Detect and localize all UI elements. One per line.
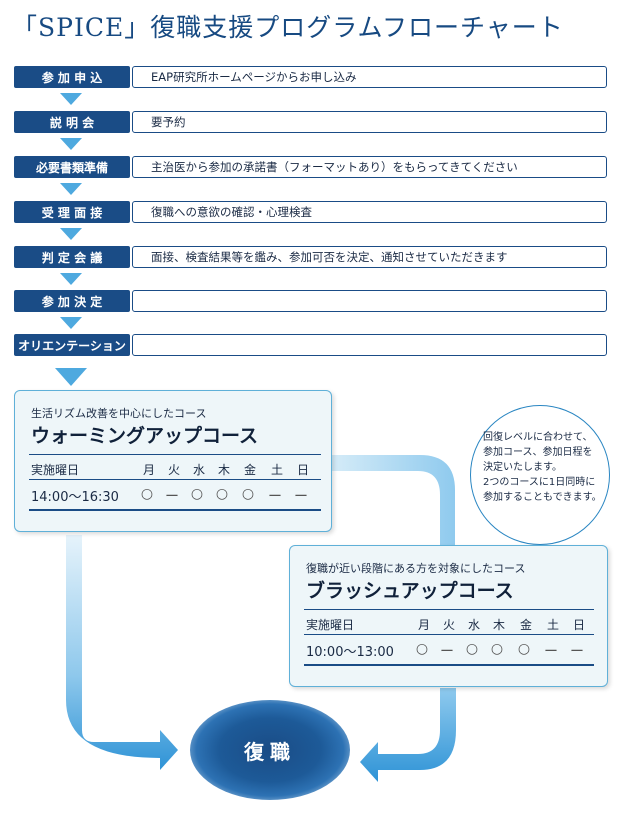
- step-briefing: 説 明 会 要予約: [14, 111, 607, 133]
- table-rule: [29, 509, 321, 511]
- mark-tue: ー: [440, 644, 454, 660]
- day-thu: 木: [493, 618, 506, 632]
- course-subtitle: 復職が近い段階にある方を対象にしたコース: [306, 562, 526, 575]
- left-flow-arrow: [66, 535, 178, 770]
- step-label: 説 明 会: [14, 111, 130, 133]
- mark-sat: ー: [268, 489, 282, 505]
- return-to-work-goal: 復職: [190, 700, 350, 800]
- course-time: 14:00〜16:30: [31, 490, 119, 505]
- goal-label: 復職: [244, 739, 296, 764]
- right-flow-arrow: [360, 688, 456, 782]
- mark-fri: ○: [517, 641, 531, 657]
- schedule-label: 実施曜日: [31, 463, 80, 477]
- mark-tue: ー: [165, 489, 179, 505]
- down-arrow-icon: [60, 317, 82, 329]
- day-fri: 金: [520, 618, 533, 632]
- day-sun: 日: [297, 463, 310, 477]
- warming-up-course-panel: 生活リズム改善を中心にしたコース ウォーミングアップコース 実施曜日 月 火 水…: [14, 390, 332, 532]
- down-arrow-icon: [60, 228, 82, 240]
- down-arrow-icon: [55, 368, 87, 386]
- day-sat: 土: [547, 618, 560, 632]
- mark-mon: ○: [140, 486, 154, 502]
- course-name: ウォーミングアップコース: [31, 425, 259, 447]
- brush-up-course-panel: 復職が近い段階にある方を対象にしたコース ブラッシュアップコース 実施曜日 月 …: [289, 545, 608, 687]
- down-arrow-icon: [60, 273, 82, 285]
- down-arrow-icon: [60, 93, 82, 105]
- connector-arrow: [330, 455, 455, 545]
- course-time: 10:00〜13:00: [306, 645, 394, 660]
- day-mon: 月: [143, 463, 156, 477]
- note-line: 決定いたします。: [483, 462, 562, 473]
- day-tue: 火: [443, 618, 456, 632]
- down-arrow-icon: [60, 138, 82, 150]
- day-tue: 火: [168, 463, 181, 477]
- day-wed: 水: [468, 618, 481, 632]
- mark-thu: ○: [215, 486, 229, 502]
- step-documents: 必要書類準備 主治医から参加の承諾書（フォーマットあり）をもらってきてください: [14, 156, 607, 178]
- step-description: [132, 334, 607, 356]
- info-note-circle: 回復レベルに合わせて、 参加コース、参加日程を 決定いたします。 2つのコースに…: [470, 405, 610, 545]
- mark-mon: ○: [415, 641, 429, 657]
- step-description: 面接、検査結果等を鑑み、参加可否を決定、通知させていただきます: [132, 246, 607, 268]
- day-sun: 日: [573, 618, 586, 632]
- step-description: 要予約: [132, 111, 607, 133]
- table-rule: [304, 634, 594, 635]
- step-label: 受 理 面 接: [14, 201, 130, 223]
- note-line: 参加コース、参加日程を: [483, 447, 593, 458]
- mark-wed: ○: [465, 641, 479, 657]
- table-rule: [29, 479, 321, 480]
- mark-sun: ー: [570, 644, 584, 660]
- day-wed: 水: [193, 463, 206, 477]
- step-orientation: オリエンテーション: [14, 334, 607, 356]
- day-mon: 月: [418, 618, 431, 632]
- schedule-label: 実施曜日: [306, 618, 355, 632]
- mark-thu: ○: [490, 641, 504, 657]
- step-application: 参 加 申 込 EAP研究所ホームページからお申し込み: [14, 66, 607, 88]
- step-label: オリエンテーション: [14, 334, 130, 356]
- step-label: 参 加 申 込: [14, 66, 130, 88]
- step-intake-interview: 受 理 面 接 復職への意欲の確認・心理検査: [14, 201, 607, 223]
- step-description: [132, 290, 607, 312]
- mark-sun: ー: [294, 489, 308, 505]
- mark-fri: ○: [241, 486, 255, 502]
- step-label: 必要書類準備: [14, 156, 130, 178]
- day-fri: 金: [244, 463, 257, 477]
- down-arrow-icon: [60, 183, 82, 195]
- course-name: ブラッシュアップコース: [306, 580, 514, 602]
- step-participation-decided: 参 加 決 定: [14, 290, 607, 312]
- note-line: 回復レベルに合わせて、: [483, 432, 593, 443]
- step-description: 主治医から参加の承諾書（フォーマットあり）をもらってきてください: [132, 156, 607, 178]
- step-description: 復職への意欲の確認・心理検査: [132, 201, 607, 223]
- day-thu: 木: [218, 463, 231, 477]
- step-decision-meeting: 判 定 会 議 面接、検査結果等を鑑み、参加可否を決定、通知させていただきます: [14, 246, 607, 268]
- table-rule: [304, 609, 594, 610]
- mark-wed: ○: [190, 486, 204, 502]
- page-title: 「SPICE」復職支援プログラムフローチャート: [12, 13, 564, 42]
- step-label: 判 定 会 議: [14, 246, 130, 268]
- step-description: EAP研究所ホームページからお申し込み: [132, 66, 607, 88]
- table-rule: [304, 664, 594, 666]
- note-line: 参加することもできます。: [483, 492, 602, 503]
- mark-sat: ー: [544, 644, 558, 660]
- table-rule: [29, 454, 321, 455]
- day-sat: 土: [271, 463, 284, 477]
- step-label: 参 加 決 定: [14, 290, 130, 312]
- course-subtitle: 生活リズム改善を中心にしたコース: [31, 407, 207, 420]
- note-line: 2つのコースに1日同時に: [483, 477, 596, 488]
